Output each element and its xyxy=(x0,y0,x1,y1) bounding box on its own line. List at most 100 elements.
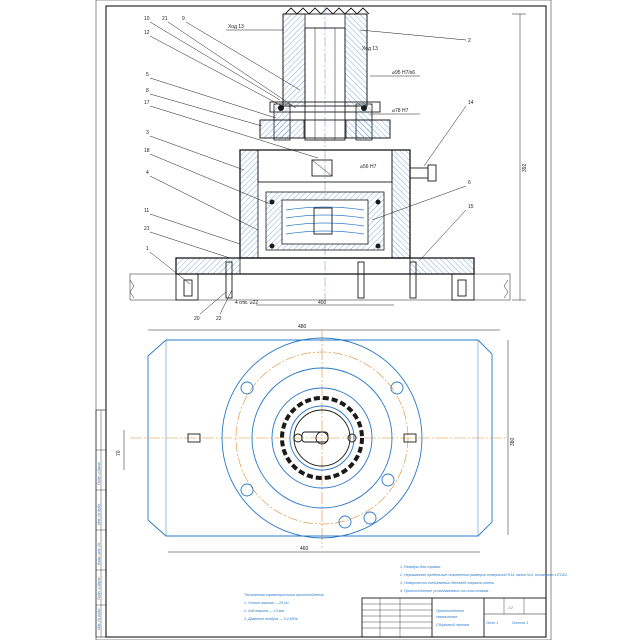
screw-left xyxy=(225,261,233,299)
air-fitting xyxy=(409,167,429,179)
bolt-hole-2 xyxy=(390,381,404,395)
key-slot xyxy=(301,431,329,443)
spring-coils xyxy=(285,206,365,235)
upper-body-hatch-right xyxy=(344,13,368,107)
spec-note-2: 2. Ход поршня — 13 мм. xyxy=(243,609,285,613)
pin-right xyxy=(347,433,357,443)
title-sheets: Листов 1 xyxy=(511,621,528,625)
dim-plan-top-text: 480 xyxy=(298,324,307,330)
spec-note-1: 1. Усилие зажима — 25 кН. xyxy=(244,601,289,605)
callout-11: 11 xyxy=(144,208,149,214)
sheet-inner-frame xyxy=(105,5,547,638)
note-1: 1. Размеры для справок. xyxy=(400,565,441,569)
cover-plate-hatch-l xyxy=(259,119,305,139)
callout-3: 3 xyxy=(146,130,149,136)
table-slab xyxy=(129,273,511,301)
callout-2: 2 xyxy=(468,38,471,44)
callout-12: 12 xyxy=(144,30,150,36)
base-plate-hatch-r xyxy=(409,257,475,275)
top-label-1: Ход 13 xyxy=(228,24,244,30)
dim-height-text: 392 xyxy=(522,163,528,172)
dim-bottom-width-text: 400 xyxy=(318,300,327,306)
callout-15: 15 xyxy=(468,204,474,210)
spec-note-0: Техническая характеристика приспособлени… xyxy=(244,593,324,597)
upper-body-hatch-left xyxy=(282,13,306,107)
side-label-1: Инв. № подл. xyxy=(97,608,101,630)
title-sheet: Лист 1 xyxy=(485,621,498,625)
title-name-1: Приспособление xyxy=(436,609,464,613)
dim-plan-bottom-text: 460 xyxy=(300,546,309,552)
spec-notes: Техническая характеристика приспособлени… xyxy=(243,593,324,621)
flange-collar xyxy=(269,101,381,113)
seal-ring-left xyxy=(278,105,284,111)
side-label-2: Подп. и дата xyxy=(97,578,101,601)
callout-18: 18 xyxy=(144,148,150,154)
callout-1: 1 xyxy=(146,246,149,252)
dim-fit-a: ⌀95 H7/s6 xyxy=(392,70,415,76)
dim-plan-left-text: 70 xyxy=(116,450,122,456)
section-view: 392 400 ⌀95 H7/s6 ⌀78 H7 ⌀56 H7 4 отв. ⌀… xyxy=(129,5,528,322)
piston-square xyxy=(311,159,333,177)
callout-21b: 21 xyxy=(144,226,150,232)
oring-right-1 xyxy=(375,199,381,205)
note-4: 4. Приспособление устанавливать на стол … xyxy=(400,589,489,593)
circle-bore xyxy=(289,405,355,471)
plan-fitting-right xyxy=(403,433,417,443)
spec-note-3: 3. Давление воздуха — 0,4 МПа. xyxy=(244,617,298,621)
dim-plan-right-text: 380 xyxy=(510,437,516,446)
bottom-zigzag-right xyxy=(503,279,509,299)
bottom-zigzag-left xyxy=(129,279,135,299)
bolt-left xyxy=(183,279,193,297)
air-fitting-nut xyxy=(427,164,437,182)
oring-left-2 xyxy=(269,243,275,249)
top-label-2: Ход 13 xyxy=(362,46,378,52)
side-label-3: Взам. инв. № xyxy=(97,543,101,565)
cylinder-wall-right xyxy=(391,149,411,259)
callout-5: 5 xyxy=(146,72,149,78)
piston-top xyxy=(257,149,393,183)
bolt-hole-1 xyxy=(240,381,254,395)
bolt-right xyxy=(457,279,467,297)
cylinder-wall-left xyxy=(239,149,259,259)
circle-mid xyxy=(251,367,393,509)
oring-left-1 xyxy=(269,199,275,205)
callout-4: 4 xyxy=(146,170,149,176)
plan-fitting-left xyxy=(187,433,201,443)
seal-ring-right xyxy=(361,105,367,111)
callout-8: 8 xyxy=(146,88,149,94)
dim-fit-b: ⌀78 H7 xyxy=(392,108,409,114)
title-scale: 1:2 xyxy=(508,606,513,610)
callout-20: 20 xyxy=(194,316,200,322)
bolt-hole-3 xyxy=(240,483,254,497)
plan-view: 480 460 380 70 xyxy=(116,324,516,553)
piston-square-diag xyxy=(311,159,333,177)
note-2: 2. Неуказанные предельные отклонения раз… xyxy=(399,573,568,577)
callout-21a: 21 xyxy=(162,16,168,22)
callout-10: 10 xyxy=(144,16,150,22)
callouts-right: 2 14 6 15 xyxy=(359,29,474,261)
title-name-3: Сборочный чертеж xyxy=(436,623,470,627)
bolt-hole-4 xyxy=(338,515,352,529)
callout-17: 17 xyxy=(144,100,150,106)
bolt-hole-5 xyxy=(363,511,377,525)
title-block: Приспособление сверлильное Сборочный чер… xyxy=(361,597,547,638)
callout-9: 9 xyxy=(182,16,185,22)
dim-fit-c: ⌀56 H7 xyxy=(360,164,377,170)
collet-ring xyxy=(280,396,364,480)
sheet-outer-border xyxy=(95,0,552,640)
callouts-left: 10 21 9 12 5 8 17 3 18 4 11 21 1 20 22 xyxy=(144,16,319,322)
technical-notes: 1. Размеры для справок. 2. Неуказанные п… xyxy=(399,565,568,593)
circle-outer xyxy=(221,337,423,539)
circle-inner xyxy=(271,387,373,489)
title-name-2: сверлильное xyxy=(436,615,457,619)
side-label-5: Подп. и дата xyxy=(97,463,101,486)
dim-small: 4 отв. ⌀22 xyxy=(235,300,258,306)
circle-bolt-pcd xyxy=(235,351,409,525)
workpiece-threads xyxy=(284,7,370,15)
oring-right-2 xyxy=(375,243,381,249)
callout-22: 22 xyxy=(216,316,222,322)
note-3: 3. Поверхности соединяемых деталей покры… xyxy=(400,581,495,585)
base-plate-hatch-l xyxy=(175,257,241,275)
screw-right xyxy=(409,261,417,299)
